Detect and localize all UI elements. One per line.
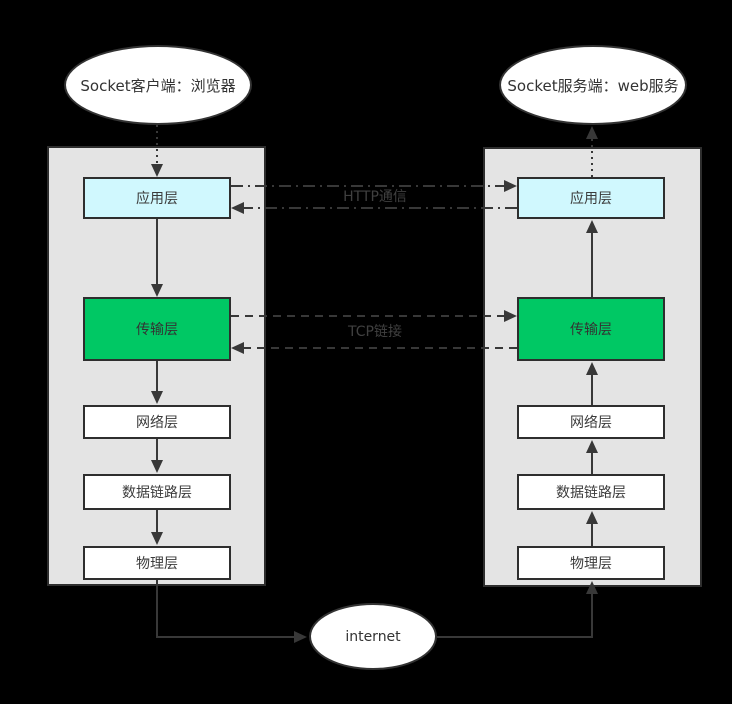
connector-physical-to-internet — [156, 580, 294, 638]
server-layer-transport: 传输层 — [517, 297, 665, 361]
client-layer-datalink: 数据链路层 — [83, 474, 231, 510]
internet-node: internet — [309, 603, 437, 670]
connector-internet-to-physical — [437, 594, 593, 638]
tcp-link-label: TCP链接 — [348, 324, 402, 340]
server-layer-physical: 物理层 — [517, 546, 665, 580]
client-node-label: Socket客户端：浏览器 — [80, 76, 236, 95]
server-layer-application: 应用层 — [517, 177, 665, 219]
client-layer-physical: 物理层 — [83, 546, 231, 580]
server-node-label: Socket服务端：web服务 — [507, 76, 679, 95]
internet-node-label: internet — [345, 628, 401, 645]
client-node: Socket客户端：浏览器 — [64, 45, 252, 125]
arrowhead-application-to-server — [586, 126, 598, 139]
server-layer-datalink: 数据链路层 — [517, 474, 665, 510]
server-node: Socket服务端：web服务 — [499, 45, 687, 125]
client-layer-transport: 传输层 — [83, 297, 231, 361]
arrowhead-physical-to-internet — [294, 631, 307, 643]
client-layer-network: 网络层 — [83, 405, 231, 439]
client-layer-application: 应用层 — [83, 177, 231, 219]
server-layer-network: 网络层 — [517, 405, 665, 439]
http-link-label: HTTP通信 — [343, 189, 407, 205]
